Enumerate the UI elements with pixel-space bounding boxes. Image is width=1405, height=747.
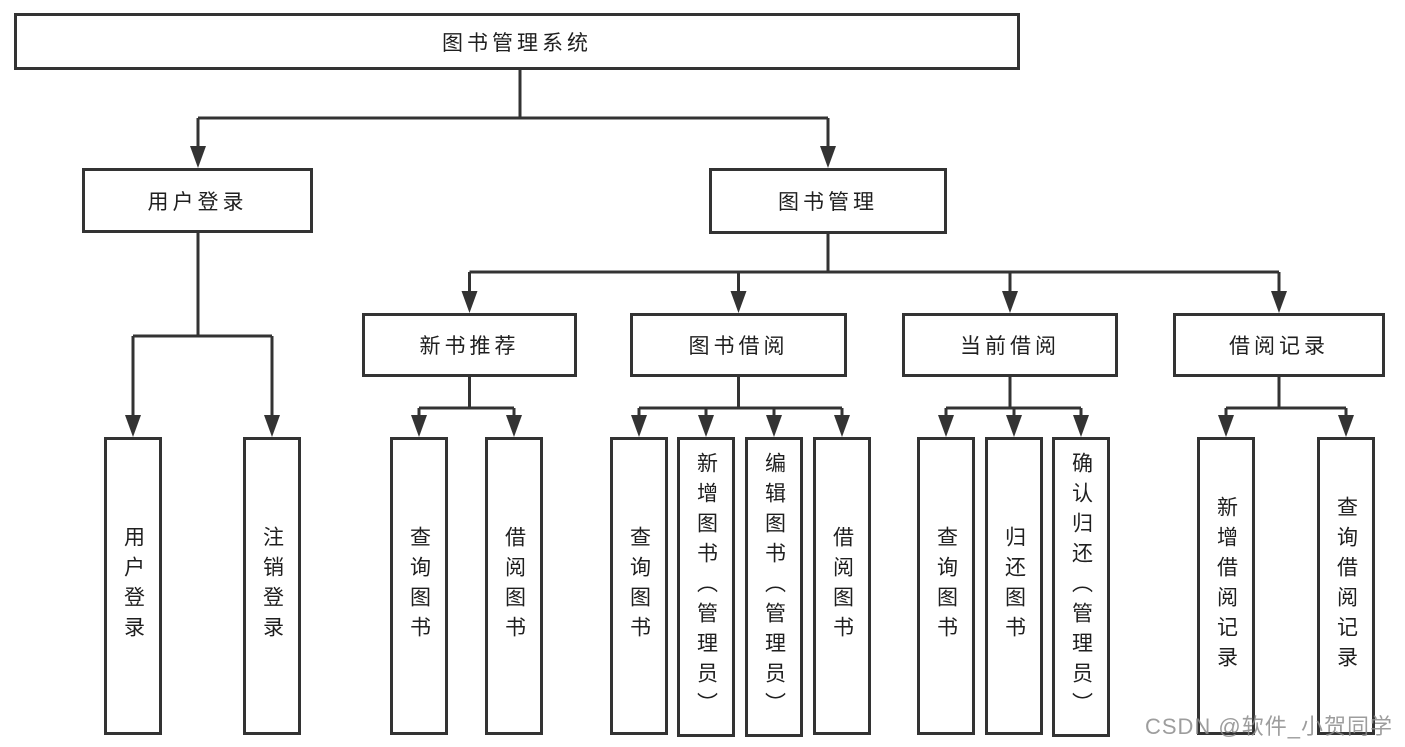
leaf-label: 编辑图书（管理员） — [762, 452, 786, 722]
leaf-logout: 注销登录 — [243, 437, 301, 735]
node-label: 图书借阅 — [688, 335, 789, 358]
leaf-borrow-books-1: 借阅图书 — [485, 437, 543, 735]
leaf-label: 确认归还（管理员） — [1069, 452, 1093, 722]
node-borrowing-records: 借阅记录 — [1173, 313, 1385, 377]
node-label: 当前借阅 — [960, 335, 1060, 358]
leaf-label: 新增图书（管理员） — [694, 452, 718, 722]
leaf-query-books-3: 查询图书 — [917, 437, 975, 735]
node-label: 图书管理系统 — [442, 31, 592, 55]
leaf-label: 注销登录 — [260, 526, 284, 646]
leaf-label: 查询图书 — [627, 526, 651, 646]
node-label: 借阅记录 — [1229, 335, 1329, 358]
leaf-query-borrow-record: 查询借阅记录 — [1317, 437, 1375, 735]
csdn-watermark: CSDN @软件_小贺同学 — [1144, 714, 1393, 739]
node-user-login-group: 用户登录 — [82, 168, 313, 233]
node-current-borrowing: 当前借阅 — [902, 313, 1118, 377]
leaf-label: 用户登录 — [121, 526, 145, 646]
leaf-query-books-1: 查询图书 — [390, 437, 448, 735]
node-system-root: 图书管理系统 — [14, 13, 1020, 70]
leaf-label: 归还图书 — [1002, 526, 1026, 646]
leaf-return-books: 归还图书 — [985, 437, 1043, 735]
leaf-label: 查询图书 — [407, 526, 431, 646]
connector-paths — [131, 70, 1348, 419]
leaf-label: 借阅图书 — [830, 526, 854, 646]
node-label: 新书推荐 — [419, 335, 520, 358]
node-book-borrowing: 图书借阅 — [630, 313, 847, 377]
leaf-borrow-books-2: 借阅图书 — [813, 437, 871, 735]
leaf-query-books-2: 查询图书 — [610, 437, 668, 735]
leaf-label: 借阅图书 — [502, 526, 526, 646]
leaf-label: 查询借阅记录 — [1334, 496, 1358, 676]
leaf-label: 查询图书 — [934, 526, 958, 646]
arrowheads — [125, 146, 1354, 437]
leaf-edit-books-admin: 编辑图书（管理员） — [745, 437, 803, 737]
node-new-book-recommendation: 新书推荐 — [362, 313, 577, 377]
node-label: 用户登录 — [147, 190, 248, 214]
node-book-management-group: 图书管理 — [709, 168, 947, 234]
leaf-confirm-return-admin: 确认归还（管理员） — [1052, 437, 1110, 737]
leaf-add-books-admin: 新增图书（管理员） — [677, 437, 735, 737]
leaf-add-borrow-record: 新增借阅记录 — [1197, 437, 1255, 735]
node-label: 图书管理 — [778, 191, 878, 214]
leaf-label: 新增借阅记录 — [1214, 496, 1238, 676]
leaf-user-login: 用户登录 — [104, 437, 162, 735]
